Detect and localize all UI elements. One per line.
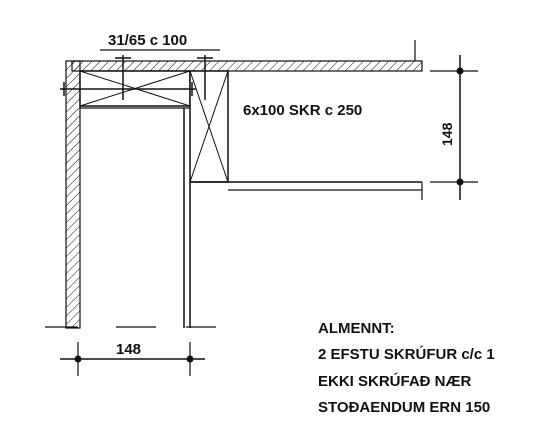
screw-marker-right (197, 55, 213, 100)
notes-heading: ALMENNT: (318, 320, 395, 337)
screw-spec-label: 31/65 c 100 (108, 32, 187, 49)
batten-spec-label: 6x100 SKR c 250 (243, 102, 362, 119)
vertical-dimension (430, 55, 478, 200)
vertical-dimension-label: 148 (439, 122, 455, 146)
notes-line-3: STOÐAENDUM ERN 150 (318, 399, 490, 416)
screw-marker-horizontal (60, 82, 196, 96)
inner-leg (183, 108, 423, 328)
vertical-batten (189, 70, 229, 183)
screw-marker-left (115, 55, 131, 100)
left-sheathing-board (65, 60, 81, 329)
notes-line-2: EKKI SKRÚFAÐ NÆR (318, 372, 472, 390)
horizontal-dimension (45, 326, 216, 376)
horizontal-dimension-label: 148 (116, 341, 141, 358)
notes-line-1: 2 EFSTU SKRÚFUR c/c 1 (318, 345, 495, 363)
